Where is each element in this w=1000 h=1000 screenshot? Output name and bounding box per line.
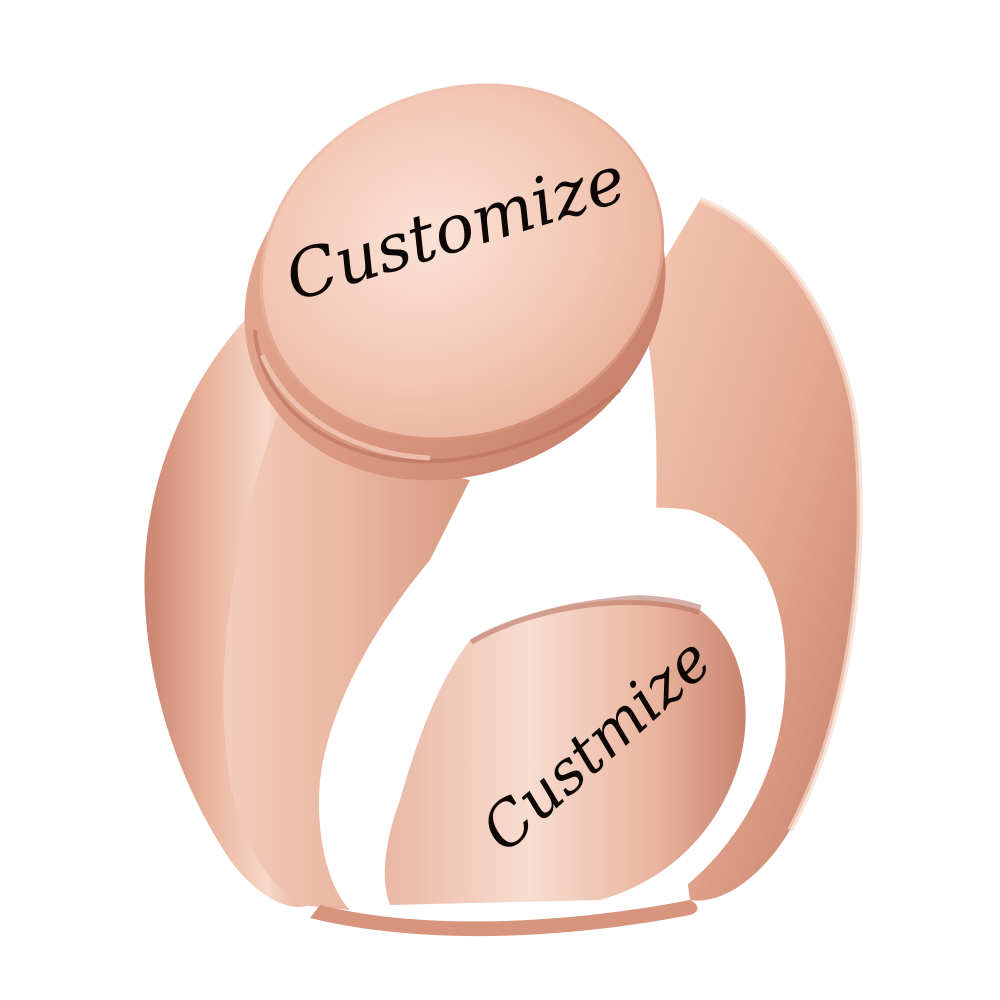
signet-top: [261, 84, 663, 440]
band-face: [223, 360, 470, 910]
ring-inner-surface: [384, 600, 746, 905]
